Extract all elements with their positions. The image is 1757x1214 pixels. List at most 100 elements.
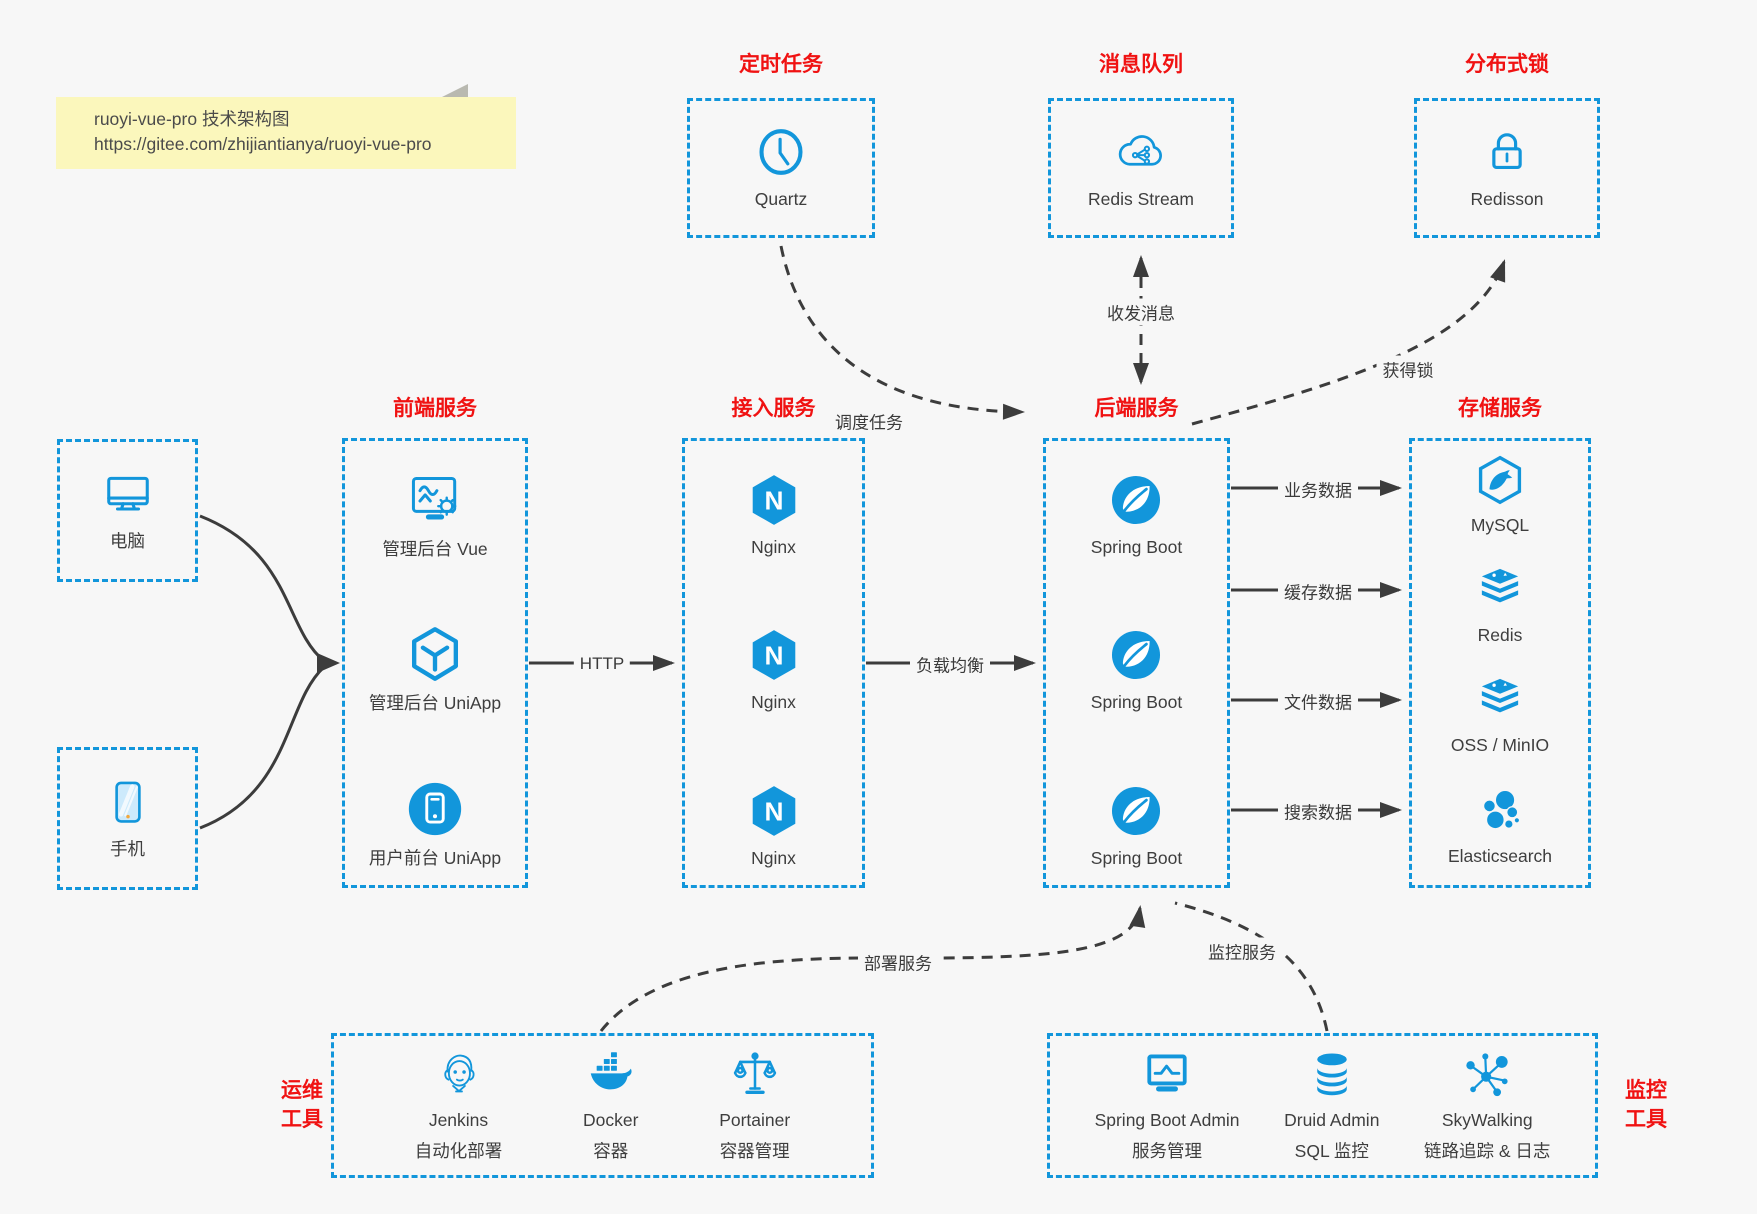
cloud-share-icon bbox=[1112, 123, 1170, 181]
item-sublabel: 链路追踪 & 日志 bbox=[1424, 1140, 1551, 1161]
pc-client-box: 电脑 bbox=[57, 439, 198, 582]
list-item: 管理后台 Vue bbox=[382, 471, 488, 562]
item-label: 用户前台 UniApp bbox=[368, 847, 502, 868]
list-item: Docker 容器 bbox=[583, 1048, 638, 1162]
item-sublabel: 服务管理 bbox=[1132, 1140, 1203, 1161]
redis-stream-box: Redis Stream bbox=[1048, 98, 1234, 238]
title-distributed-lock: 分布式锁 bbox=[1465, 53, 1549, 76]
scale-icon bbox=[728, 1048, 782, 1102]
edge-label-schedule-task: 调度任务 bbox=[829, 407, 909, 435]
list-item: Spring Boot bbox=[1091, 626, 1182, 715]
gateway-services-box: N Nginx N Nginx N Nginx bbox=[682, 438, 865, 888]
title-backend-services: 后端服务 bbox=[1094, 397, 1179, 420]
list-item: 用户前台 UniApp bbox=[369, 778, 501, 871]
edge-phone-to-frontend bbox=[199, 665, 326, 830]
item-label: Redis Stream bbox=[1087, 189, 1194, 210]
edge-label-http: HTTP bbox=[573, 653, 631, 675]
item-label: MySQL bbox=[1470, 515, 1530, 535]
list-item: 电脑 bbox=[100, 467, 156, 554]
monitor-chart-icon bbox=[1140, 1048, 1194, 1102]
item-label: Redis bbox=[1477, 625, 1523, 646]
lock-icon bbox=[1478, 123, 1536, 181]
layered-stack-icon bbox=[1473, 563, 1527, 617]
backend-services-box: Spring Boot Spring Boot Spring Boot bbox=[1043, 438, 1230, 888]
edge-label-business-data: 业务数据 bbox=[1278, 475, 1358, 503]
item-label: Spring Boot bbox=[1090, 537, 1183, 557]
clock-icon bbox=[752, 123, 810, 181]
title-scheduled-tasks: 定时任务 bbox=[739, 53, 823, 76]
layered-stack-icon bbox=[1473, 673, 1527, 727]
item-label: Druid Admin bbox=[1284, 1110, 1380, 1131]
cube-icon bbox=[404, 623, 466, 685]
title-line: 工具 bbox=[1625, 1108, 1667, 1131]
list-item: OSS / MinIO bbox=[1451, 673, 1549, 758]
jenkins-butler-icon bbox=[432, 1048, 486, 1102]
desktop-icon bbox=[100, 467, 156, 523]
list-item: 手机 bbox=[100, 775, 156, 862]
item-label: Jenkins bbox=[428, 1110, 489, 1131]
list-item: 管理后台 UniApp bbox=[369, 623, 501, 716]
spring-leaf-icon bbox=[1107, 626, 1165, 684]
edge-acquire-lock bbox=[1191, 259, 1506, 426]
sticky-note: ruoyi-vue-pro 技术架构图 https://gitee.com/zh… bbox=[56, 84, 516, 169]
list-item: Spring Boot bbox=[1091, 471, 1182, 560]
list-item: Redis Stream bbox=[1088, 123, 1194, 212]
edge-label-acquire-lock: 获得锁 bbox=[1376, 355, 1440, 383]
list-item: Redis bbox=[1473, 563, 1527, 648]
item-label: Portainer bbox=[719, 1110, 791, 1131]
note-fold-corner bbox=[442, 84, 468, 97]
title-monitor-tools: 监控 工具 bbox=[1620, 1076, 1672, 1134]
edge-schedule-task bbox=[779, 245, 1025, 420]
phone-client-box: 手机 bbox=[57, 747, 198, 890]
svg-text:N: N bbox=[764, 486, 783, 516]
edge-label-deploy-service: 部署服务 bbox=[858, 948, 938, 976]
title-line: 监控 bbox=[1625, 1079, 1667, 1102]
svg-text:N: N bbox=[764, 641, 783, 671]
edge-monitor-service bbox=[1174, 901, 1329, 1032]
list-item: SkyWalking 链路追踪 & 日志 bbox=[1424, 1048, 1550, 1162]
list-item: Spring Boot Admin 服务管理 bbox=[1095, 1048, 1240, 1162]
list-item: N Nginx bbox=[745, 782, 803, 871]
item-label: 管理后台 Vue bbox=[382, 539, 488, 559]
monitor-tools-box: Spring Boot Admin 服务管理 Druid Admin SQL 监… bbox=[1047, 1033, 1598, 1178]
item-label: OSS / MinIO bbox=[1450, 735, 1550, 756]
spring-leaf-icon bbox=[1107, 782, 1165, 840]
list-item: MySQL bbox=[1471, 453, 1529, 538]
item-label: Spring Boot bbox=[1090, 692, 1183, 713]
database-icon bbox=[1305, 1048, 1359, 1102]
nginx-hexagon-icon: N bbox=[745, 626, 803, 684]
edge-label-file-data: 文件数据 bbox=[1278, 687, 1358, 715]
item-sublabel: 容器 bbox=[593, 1140, 629, 1161]
item-label: 电脑 bbox=[110, 530, 145, 551]
note-title: ruoyi-vue-pro 技术架构图 bbox=[94, 109, 290, 129]
title-line: 运维 bbox=[281, 1079, 323, 1102]
item-label: 管理后台 UniApp bbox=[368, 693, 502, 714]
list-item: Quartz bbox=[752, 123, 810, 212]
item-label: Docker bbox=[583, 1110, 639, 1131]
edge-label-send-receive-message: 收发消息 bbox=[1101, 298, 1181, 326]
edge-label-load-balance: 负载均衡 bbox=[910, 650, 990, 678]
list-item: N Nginx bbox=[745, 626, 803, 715]
nginx-hexagon-icon: N bbox=[745, 782, 803, 840]
title-gateway-services: 接入服务 bbox=[731, 397, 816, 420]
topology-icon bbox=[1460, 1048, 1514, 1102]
item-label: Nginx bbox=[751, 847, 796, 868]
storage-services-box: MySQL Redis bbox=[1409, 438, 1591, 888]
item-sublabel: SQL 监控 bbox=[1294, 1140, 1369, 1161]
title-storage-services: 存储服务 bbox=[1458, 397, 1542, 420]
edge-pc-to-frontend bbox=[199, 514, 325, 663]
item-label: Nginx bbox=[751, 692, 796, 713]
list-item: Portainer 容器管理 bbox=[719, 1048, 790, 1162]
item-label: Spring Boot Admin bbox=[1094, 1110, 1240, 1131]
smartphone-icon bbox=[100, 775, 156, 831]
edge-label-cache-data: 缓存数据 bbox=[1278, 577, 1358, 605]
item-label: SkyWalking bbox=[1441, 1110, 1533, 1131]
phone-circle-icon bbox=[404, 778, 466, 840]
spring-leaf-icon bbox=[1107, 471, 1165, 529]
list-item: Jenkins 自动化部署 bbox=[415, 1048, 502, 1162]
list-item: N Nginx bbox=[745, 471, 803, 560]
quartz-box: Quartz bbox=[687, 98, 875, 238]
edge-label-monitor-service: 监控服务 bbox=[1202, 937, 1282, 965]
title-line: 工具 bbox=[281, 1108, 323, 1131]
merge-arrowhead bbox=[317, 653, 340, 673]
